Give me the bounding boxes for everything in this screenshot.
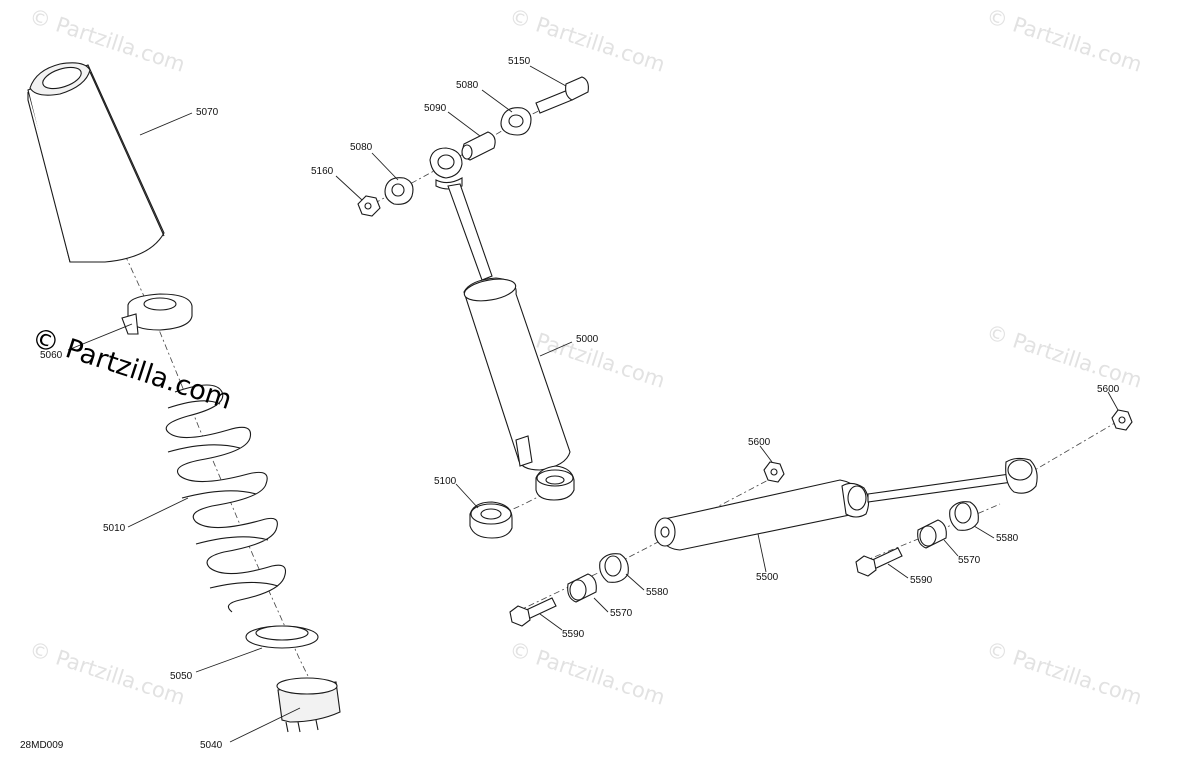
callout-5570[interactable]: 5570 bbox=[610, 608, 633, 619]
spring-assembly bbox=[27, 62, 341, 733]
part-5100-bushing bbox=[469, 501, 513, 539]
shock-assembly bbox=[357, 76, 589, 539]
part-5570-spacer bbox=[567, 573, 597, 603]
part-5040-collar bbox=[276, 677, 341, 733]
part-5600-nut bbox=[1111, 409, 1133, 431]
callout-5600[interactable]: 5600 bbox=[748, 437, 771, 448]
callout-5150[interactable]: 5150 bbox=[508, 56, 531, 67]
watermarks: © Partzilla.com © Partzilla.com © Partzi… bbox=[26, 4, 1145, 710]
part-5010-spring bbox=[165, 384, 287, 613]
part-5590-bolt bbox=[509, 597, 557, 627]
part-5500-damper bbox=[654, 457, 1038, 551]
callout-5090[interactable]: 5090 bbox=[424, 103, 447, 114]
callout-5050[interactable]: 5050 bbox=[170, 671, 193, 682]
part-5580-bushing bbox=[949, 501, 979, 531]
callout-5580[interactable]: 5580 bbox=[996, 533, 1019, 544]
watermark: © Partzilla.com bbox=[983, 320, 1145, 393]
part-5580-bushing bbox=[599, 553, 629, 583]
callout-5580[interactable]: 5580 bbox=[646, 587, 669, 598]
callout-5100[interactable]: 5100 bbox=[434, 476, 457, 487]
part-5090-sleeve bbox=[461, 131, 496, 161]
callout-5000[interactable]: 5000 bbox=[576, 334, 599, 345]
part-5080-bushing bbox=[384, 177, 414, 205]
watermark: © Partzilla.com bbox=[26, 637, 188, 710]
callout-5160[interactable]: 5160 bbox=[311, 166, 334, 177]
axis-line bbox=[1027, 419, 1121, 475]
axis-line bbox=[661, 477, 773, 537]
callout-5040[interactable]: 5040 bbox=[200, 740, 223, 751]
damper-assembly bbox=[509, 409, 1133, 627]
watermark-bold: © Partzilla.com bbox=[28, 322, 236, 416]
part-5050-lower-ring bbox=[245, 625, 319, 649]
part-5150-bolt bbox=[535, 76, 589, 114]
callout-5590[interactable]: 5590 bbox=[910, 575, 933, 586]
callout-5070[interactable]: 5070 bbox=[196, 107, 219, 118]
callout-5570[interactable]: 5570 bbox=[958, 555, 981, 566]
callout-5080[interactable]: 5080 bbox=[456, 80, 479, 91]
part-5160-nut bbox=[357, 195, 381, 217]
axis-line bbox=[515, 539, 663, 613]
callouts: 5070 5060 5010 5050 5040 5150 5080 5090 … bbox=[40, 56, 1120, 751]
part-5000-shock bbox=[429, 147, 575, 501]
watermark: © Partzilla.com bbox=[983, 4, 1145, 77]
leader-lines bbox=[67, 65, 1119, 743]
part-5070-boot bbox=[27, 62, 165, 263]
watermark: © Partzilla.com bbox=[26, 4, 188, 77]
part-5600-nut bbox=[763, 461, 785, 483]
watermark: © Partzilla.com bbox=[506, 637, 668, 710]
callout-5500[interactable]: 5500 bbox=[756, 572, 779, 583]
watermark: © Partzilla.com bbox=[983, 637, 1145, 710]
callout-5010[interactable]: 5010 bbox=[103, 523, 126, 534]
part-5060-upper-seat bbox=[121, 293, 193, 335]
callout-5060[interactable]: 5060 bbox=[40, 350, 63, 361]
callout-5590[interactable]: 5590 bbox=[562, 629, 585, 640]
callout-5600[interactable]: 5600 bbox=[1097, 384, 1120, 395]
part-5590-bolt bbox=[855, 547, 903, 577]
part-5570-spacer bbox=[917, 519, 947, 549]
drawing-code: 28MD009 bbox=[20, 740, 64, 751]
callout-5080[interactable]: 5080 bbox=[350, 142, 373, 153]
part-5080-bushing bbox=[500, 107, 532, 136]
